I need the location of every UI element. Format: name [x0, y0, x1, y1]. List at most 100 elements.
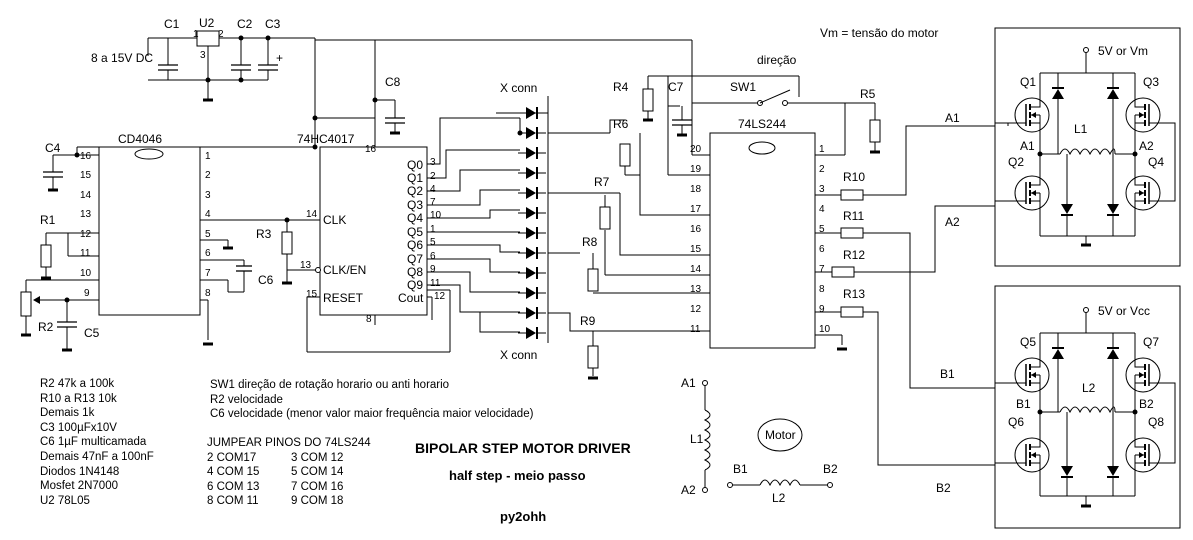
svg-text:19: 19 [690, 164, 702, 175]
svg-text:10: 10 [430, 210, 442, 221]
svg-text:7: 7 [430, 197, 436, 208]
svg-text:Q5: Q5 [407, 225, 423, 239]
svg-text:Q0: Q0 [407, 158, 423, 172]
b2-input-label: B2 [936, 481, 951, 495]
c2-label: C2 [237, 17, 253, 31]
hc4017-label: 74HC4017 [297, 132, 355, 146]
legend-b2-label: B2 [823, 462, 838, 476]
svg-text:16: 16 [690, 224, 702, 235]
r1-label: R1 [40, 213, 56, 227]
svg-text:9: 9 [430, 264, 436, 275]
q8-label: Q8 [1148, 415, 1164, 429]
svg-text:10: 10 [819, 324, 831, 335]
parts-list-item: Mosfet 2N7000 [40, 480, 118, 493]
c3-label: C3 [265, 17, 281, 31]
a1-input-label: A1 [945, 111, 960, 125]
parts-list-item: Diodos 1N4148 [40, 465, 120, 478]
ls244-label: 74LS244 [738, 117, 786, 131]
svg-text:4: 4 [430, 184, 436, 195]
usage-notes: SW1 direção de rotação horario ou anti h… [210, 378, 533, 422]
r10-label: R10 [843, 170, 865, 184]
c8-label: C8 [385, 75, 401, 89]
svg-text:11: 11 [690, 324, 701, 335]
svg-text:2: 2 [430, 171, 436, 182]
usage-note: C6 velocidade (menor valor maior frequên… [210, 408, 534, 421]
svg-text:Q7: Q7 [407, 252, 423, 266]
svg-text:5: 5 [430, 237, 436, 248]
svg-text:13: 13 [300, 260, 312, 271]
svg-text:9: 9 [84, 288, 90, 299]
xconn-bottom-label: X conn [500, 348, 537, 362]
jumper-cell: 3 COM 12 [291, 451, 344, 464]
jumper-cell: 6 COM 13 [207, 480, 260, 493]
svg-text:18: 18 [690, 184, 702, 195]
svg-text:16: 16 [80, 151, 92, 162]
svg-text:CLK: CLK [323, 213, 346, 227]
r5-label: R5 [860, 87, 876, 101]
svg-text:8: 8 [366, 314, 372, 325]
svg-text:16: 16 [365, 144, 377, 155]
svg-text:Q3: Q3 [407, 198, 423, 212]
svg-text:+: + [276, 51, 283, 65]
r11-label: R11 [843, 209, 864, 223]
l1-label: L1 [1074, 122, 1088, 136]
svg-text:2: 2 [205, 170, 211, 181]
direction-label: direção [757, 53, 797, 67]
r2-label: R2 [38, 320, 54, 334]
jumper-cell: 8 COM 11 [207, 495, 259, 508]
svg-text:3: 3 [205, 190, 211, 201]
a1-node-label: A1 [1020, 139, 1035, 153]
jumper-title: JUMPEAR PINOS DO 74LS244 [207, 437, 371, 449]
diagram-title: BIPOLAR STEP MOTOR DRIVER [415, 440, 631, 456]
motor-voltage-note: Vm = tensão do motor [820, 26, 938, 40]
c4-label: C4 [45, 141, 61, 155]
r8-label: R8 [582, 235, 598, 249]
hc4017-ic: 74HC4017 16 CLK CLK/EN RESET Cout 141315… [256, 132, 451, 353]
svg-text:6: 6 [430, 251, 436, 262]
svg-text:2: 2 [819, 164, 825, 175]
svg-text:Q1: Q1 [407, 171, 423, 185]
q6-label: Q6 [1008, 415, 1024, 429]
svg-text:7: 7 [205, 268, 211, 279]
a2-node-label: A2 [1139, 139, 1154, 153]
jumper-cell: 2 COM17 [207, 451, 257, 464]
legend-l1-label: L1 [690, 432, 704, 446]
svg-text:6: 6 [819, 244, 825, 255]
r7-label: R7 [594, 175, 610, 189]
motor-legend: A1 A2 L1 Motor B1 B2 L2 [681, 376, 838, 505]
q7-label: Q7 [1143, 335, 1159, 349]
svg-text:8: 8 [205, 288, 211, 299]
svg-text:4: 4 [819, 204, 825, 215]
svg-text:1: 1 [205, 151, 211, 162]
parts-list-item: R10 a R13 10k [40, 392, 117, 405]
svg-text:5: 5 [205, 229, 211, 240]
svg-text:12: 12 [690, 304, 702, 315]
parts-list-item: Demais 47nF a 100nF [40, 450, 154, 463]
svg-text:6: 6 [205, 248, 211, 259]
jumper-cell: 9 COM 18 [291, 495, 344, 508]
r6-label: R6 [613, 117, 629, 131]
svg-text:9: 9 [819, 304, 825, 315]
jumper-cell: 4 COM 15 [207, 466, 260, 479]
b1-node-label: B1 [1016, 397, 1031, 411]
parts-list-item: R2 47k a 100k [40, 378, 115, 390]
supply-input-label: 8 a 15V DC [91, 51, 153, 65]
svg-text:8: 8 [819, 284, 825, 295]
svg-text:2: 2 [218, 29, 224, 40]
svg-text:11: 11 [80, 248, 91, 259]
parts-list: R2 47k a 100k R10 a R13 10k Demais 1k C3… [40, 377, 154, 508]
svg-text:7: 7 [819, 264, 825, 275]
parts-list-item: U2 78L05 [40, 494, 90, 507]
parts-list-item: C6 1µF multicamada [40, 436, 147, 449]
jumper-cell: 7 COM 16 [291, 480, 344, 493]
a2-input-label: A2 [945, 215, 960, 229]
legend-l2-label: L2 [772, 491, 786, 505]
svg-text:13: 13 [80, 209, 92, 220]
svg-text:Q4: Q4 [407, 211, 423, 225]
cd4046-label: CD4046 [118, 132, 162, 146]
svg-text:3: 3 [430, 157, 436, 168]
usage-note: SW1 direção de rotação horario ou anti h… [210, 379, 450, 391]
svg-text:5: 5 [819, 224, 825, 235]
